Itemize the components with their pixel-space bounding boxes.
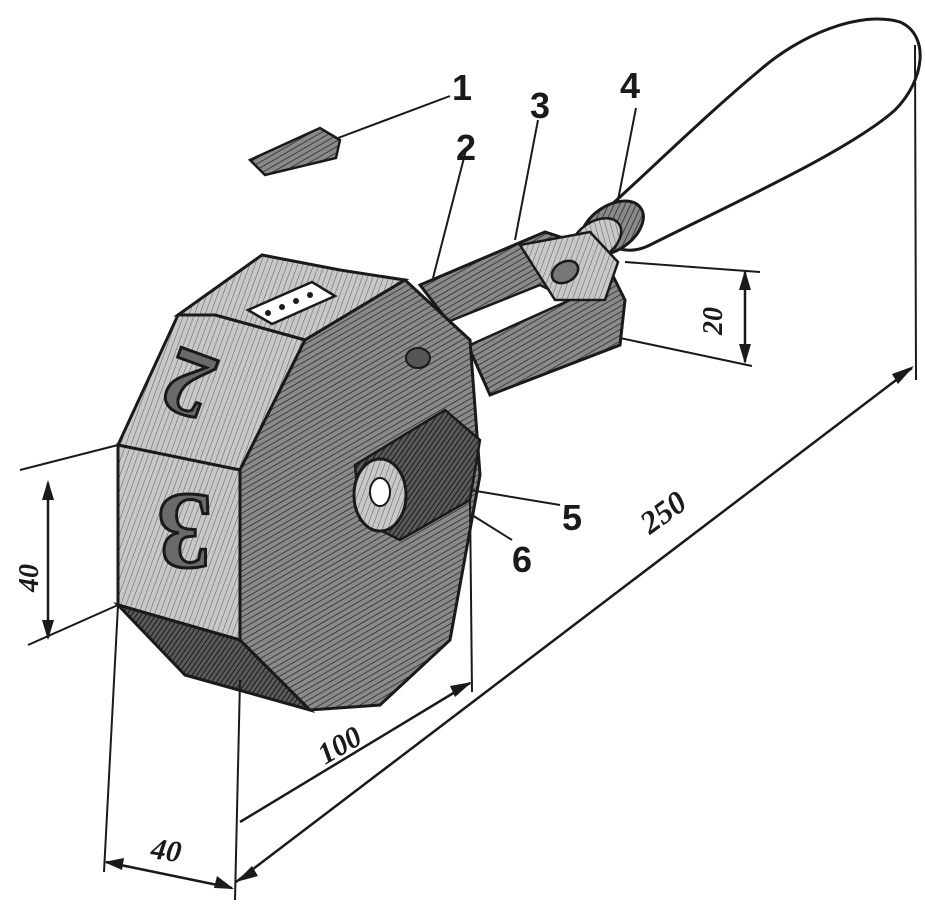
callout-2: 2 xyxy=(456,127,476,168)
stamp-digit-front: 3 xyxy=(157,471,212,593)
dim-width-bottom: 40 xyxy=(148,832,183,869)
callout-5: 5 xyxy=(562,497,582,538)
callout-4: 4 xyxy=(620,65,640,106)
callout-3: 3 xyxy=(530,85,550,126)
dim-frame-height: 20 xyxy=(698,307,729,336)
dim-head-length: 100 xyxy=(312,720,367,771)
wooden-handle xyxy=(598,17,922,252)
insert-part xyxy=(247,126,342,177)
dim-total-length: 250 xyxy=(632,483,693,541)
frame-yoke xyxy=(417,230,627,397)
dim-height-left: 40 xyxy=(14,564,45,593)
callout-1: 1 xyxy=(452,67,472,108)
callout-6: 6 xyxy=(512,539,532,580)
dimension-lines xyxy=(19,44,917,901)
stamp-head: 2 3 xyxy=(113,253,482,713)
top-plate xyxy=(245,280,338,326)
callout-labels: 1 2 3 4 5 6 xyxy=(452,65,640,580)
leader-lines xyxy=(337,95,637,541)
